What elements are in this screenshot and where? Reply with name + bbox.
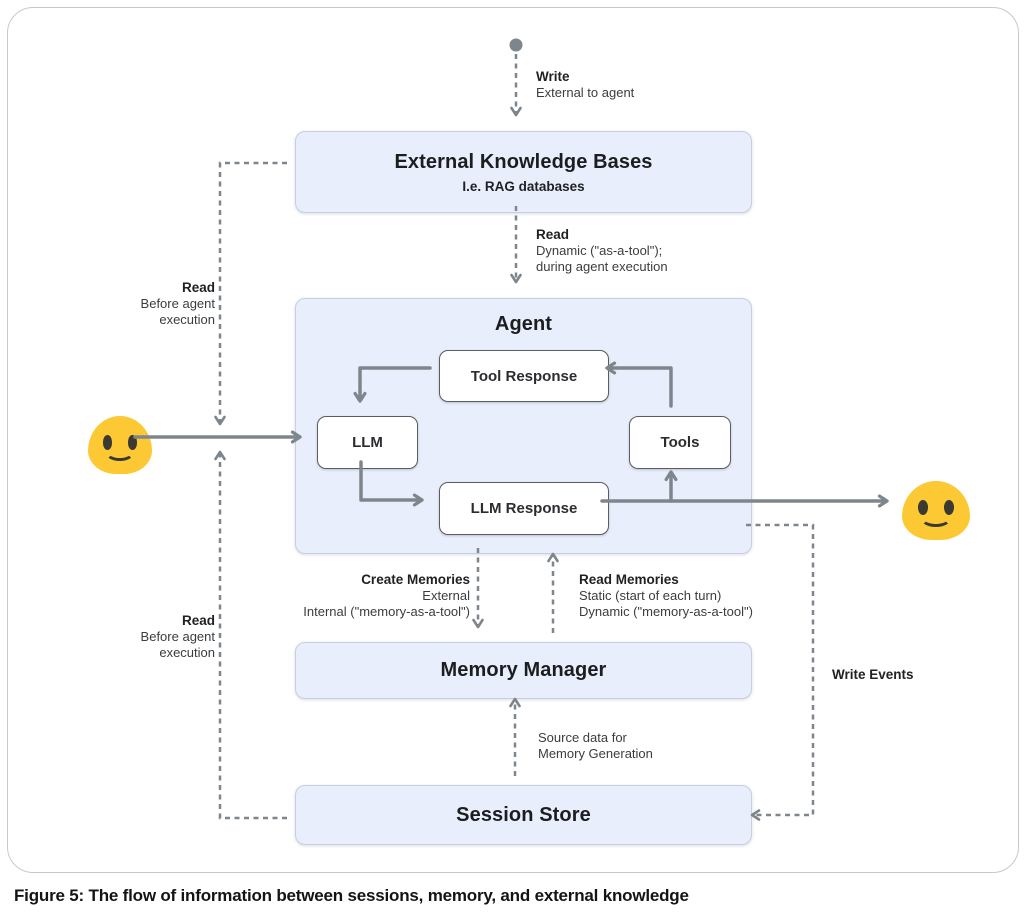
label-create-memories: Create Memories External Internal ("memo… <box>303 572 470 619</box>
label-read-dynamic: Read Dynamic ("as-a-tool"); during agent… <box>536 227 668 274</box>
emoji-eye-icon <box>944 500 955 516</box>
label-read-memories: Read Memories Static (start of each turn… <box>579 572 753 619</box>
label-write-external: Write External to agent <box>536 69 635 100</box>
label-write-events: Write Events <box>832 667 914 682</box>
node-title: Tools <box>660 434 700 451</box>
figure-caption: Figure 5: The flow of information betwee… <box>14 886 689 905</box>
emoji-eye-icon <box>102 435 113 450</box>
node-title: LLM Response <box>470 500 578 517</box>
node-tool-response: Tool Response <box>439 350 609 402</box>
node-llm: LLM <box>317 416 418 469</box>
node-tools: Tools <box>629 416 731 469</box>
node-memory-manager: Memory Manager <box>295 642 752 699</box>
emoji-eye-icon <box>127 435 138 450</box>
emoji-eye-icon <box>917 500 928 516</box>
node-title: Agent <box>494 313 553 335</box>
diagram-panel: External Knowledge Bases I.e. RAG databa… <box>7 7 1019 873</box>
user-emoji-icon <box>902 481 970 540</box>
emoji-smile-icon <box>105 444 135 462</box>
emoji-smile-icon <box>920 509 952 527</box>
label-source-data: Source data for Memory Generation <box>538 730 653 761</box>
node-title: Session Store <box>456 803 591 826</box>
node-subtitle: I.e. RAG databases <box>462 178 585 194</box>
node-title: External Knowledge Bases <box>394 150 653 173</box>
node-title: Memory Manager <box>440 659 607 681</box>
node-title: Tool Response <box>470 367 578 385</box>
node-session-store: Session Store <box>295 785 752 845</box>
user-emoji-icon <box>88 416 152 474</box>
node-external-knowledge-bases: External Knowledge Bases I.e. RAG databa… <box>295 131 752 213</box>
label-read-before-execution-top: Read Before agent execution <box>140 280 215 327</box>
label-read-before-execution-bottom: Read Before agent execution <box>140 613 215 660</box>
node-title: LLM <box>352 434 383 451</box>
node-llm-response: LLM Response <box>439 482 609 535</box>
